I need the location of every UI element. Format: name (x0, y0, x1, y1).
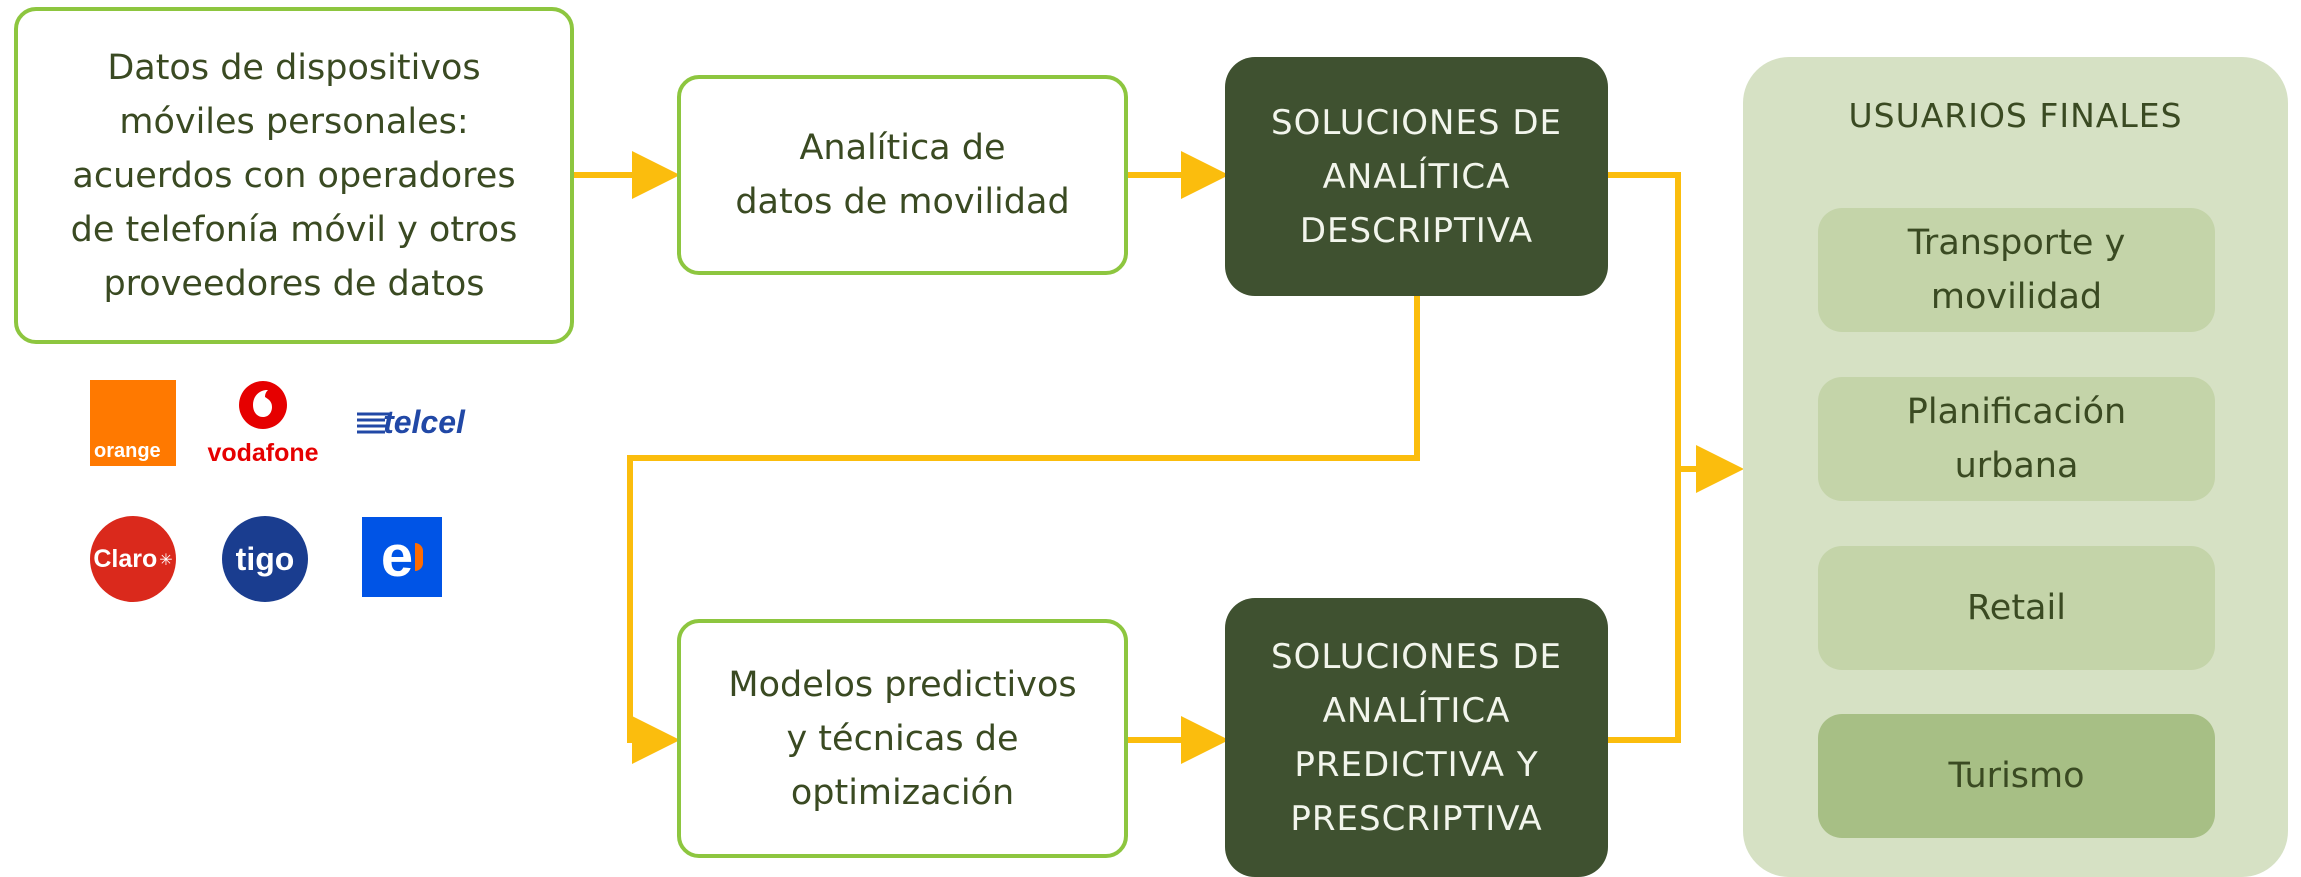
entel-logo: e (362, 517, 442, 597)
vodafone-logo-text: vodafone (207, 439, 319, 467)
data-sources-line: acuerdos con operadores (72, 155, 516, 196)
claro-rays-icon: ✳ (159, 549, 173, 569)
entel-logo-text: e (380, 524, 414, 589)
end-user-label: Turismo (1948, 756, 2085, 796)
end-user-label: urbana (1954, 446, 2079, 486)
end-user-label: Planificación (1906, 392, 2127, 432)
tigo-logo: tigo (222, 516, 308, 602)
descriptive-solutions-line: DESCRIPTIVA (1299, 210, 1534, 251)
claro-logo-text: Claro (93, 545, 158, 573)
arrow-descriptive-to-models (627, 296, 1420, 764)
end-user-transport: Transporte y movilidad (1818, 208, 2215, 332)
data-sources-box: Datos de dispositivos móviles personales… (14, 7, 574, 344)
vodafone-logo: vodafone (203, 380, 323, 466)
end-user-label: movilidad (1930, 277, 2103, 317)
orange-logo: orange (90, 380, 176, 466)
predictive-solutions-line: PRESCRIPTIVA (1290, 798, 1543, 839)
predictive-models-line: Modelos predictivos (728, 664, 1077, 705)
telcel-swoosh-icon (357, 412, 390, 434)
predictive-solutions-line: SOLUCIONES DE (1271, 636, 1562, 677)
data-sources-line: de telefonía móvil y otros (70, 209, 518, 250)
claro-logo: Claro ✳ (90, 516, 176, 602)
end-user-urban-planning: Planificación urbana (1818, 377, 2215, 501)
data-sources-line: móviles personales: (119, 101, 469, 142)
entel-accent-icon (415, 543, 424, 571)
end-user-label: Retail (1967, 588, 2066, 628)
predictive-models-line: y técnicas de (786, 718, 1019, 759)
mobility-analytics-line: datos de movilidad (735, 182, 1070, 222)
descriptive-solutions-line: ANALÍTICA (1322, 156, 1511, 197)
telcel-logo-text: telcel (383, 404, 465, 440)
end-user-label: Transporte y (1907, 223, 2126, 263)
data-sources-line: Datos de dispositivos (107, 47, 481, 88)
telcel-logo: telcel (340, 400, 480, 444)
descriptive-solutions-box: SOLUCIONES DE ANALÍTICA DESCRIPTIVA (1225, 57, 1608, 296)
wire-descriptive-to-users (1608, 172, 1681, 743)
mobility-analytics-line: Analítica de (799, 128, 1006, 168)
predictive-solutions-line: ANALÍTICA (1322, 690, 1511, 731)
descriptive-solutions-line: SOLUCIONES DE (1271, 102, 1562, 143)
vodafone-speechmark-icon (239, 381, 287, 429)
predictive-solutions-box: SOLUCIONES DE ANALÍTICA PREDICTIVA Y PRE… (1225, 598, 1608, 877)
predictive-models-box: Modelos predictivos y técnicas de optimi… (677, 619, 1128, 858)
end-user-retail: Retail (1818, 546, 2215, 670)
end-user-tourism: Turismo (1818, 714, 2215, 838)
data-sources-line: proveedores de datos (103, 263, 485, 304)
predictive-solutions-line: PREDICTIVA Y (1294, 744, 1539, 785)
predictive-models-line: optimización (790, 772, 1015, 813)
end-users-title: USUARIOS FINALES (1848, 96, 2183, 135)
orange-logo-text: orange (94, 440, 161, 462)
mobility-analytics-box: Analítica de datos de movilidad (677, 75, 1128, 275)
tigo-logo-text: tigo (235, 541, 295, 577)
